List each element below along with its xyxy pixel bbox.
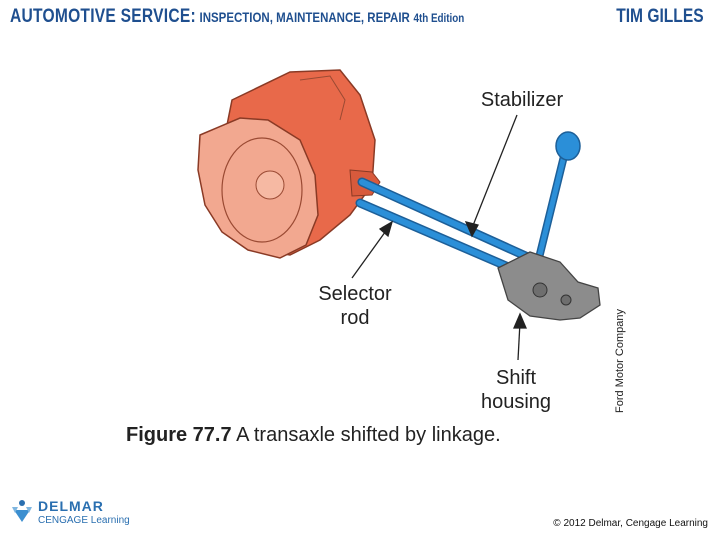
book-author: TIM GILLES	[616, 6, 704, 27]
shift-housing-label-line2: housing	[480, 391, 552, 413]
selector-rod-label-line2: rod	[340, 307, 370, 329]
book-edition: 4th Edition	[413, 11, 465, 25]
logo-subtitle: CENGAGE Learning	[38, 515, 130, 526]
transaxle-case	[197, 69, 381, 259]
image-credit: Ford Motor Company	[614, 309, 626, 413]
figure-caption: Figure 77.7 A transaxle shifted by linka…	[126, 424, 501, 447]
selector-rod-label: Selector rod	[300, 282, 410, 330]
copyright-notice: © 2012 Delmar, Cengage Learning	[553, 518, 708, 529]
logo-name: DELMAR	[38, 498, 104, 514]
selector-rod	[355, 198, 525, 277]
leader-arrows	[351, 114, 527, 361]
selector-rod-label-line1: Selector	[318, 283, 392, 305]
figure-text: A transaxle shifted by linkage.	[236, 424, 501, 446]
shift-housing-label-line1: Shift	[495, 367, 537, 389]
book-title-sub: INSPECTION, MAINTENANCE, REPAIR	[199, 9, 410, 25]
book-title: AUTOMOTIVE SERVICE: INSPECTION, MAINTENA…	[10, 6, 464, 28]
shift-housing	[497, 251, 601, 321]
book-title-main: AUTOMOTIVE SERVICE:	[10, 6, 196, 27]
shift-housing-label: Shift housing	[466, 366, 566, 414]
stabilizer-label: Stabilizer	[480, 89, 564, 111]
slide-header: AUTOMOTIVE SERVICE: INSPECTION, MAINTENA…	[0, 0, 720, 34]
shift-lever	[534, 131, 581, 266]
figure-number: Figure 77.7	[126, 424, 232, 446]
stabilizer-rod	[357, 177, 535, 263]
delmar-logo-icon	[12, 500, 32, 522]
